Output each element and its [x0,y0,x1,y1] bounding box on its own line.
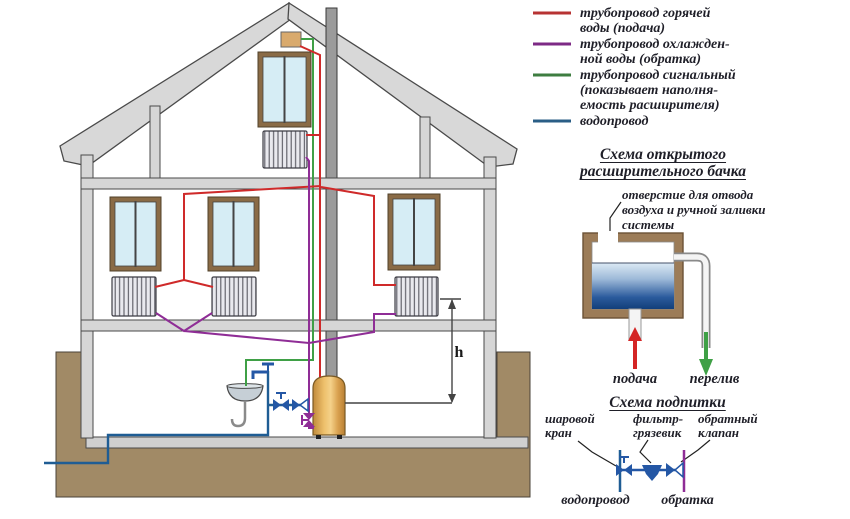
feed-check-valve [666,461,684,479]
height-dimension [345,298,461,404]
window-3 [387,193,441,271]
overflow-pipe [674,252,711,348]
feed-leaders [577,439,711,467]
legend-label: трубопровод охлажден- ной воды (обратка) [580,37,730,67]
radiator-3 [394,276,439,317]
supply-label: подача [612,371,658,387]
legend: трубопровод горячей воды (подача) трубоп… [533,6,833,130]
water-main-label: водопровод [561,493,630,508]
hot-supply-swatch [533,11,571,15]
drain-trap [230,401,247,428]
legend-label: трубопровод горячей воды (подача) [580,6,711,36]
signal-swatch [533,73,571,77]
vent-label: отверстие для отвода воздуха и ручной за… [622,187,766,232]
check-valve [292,397,309,413]
attic-floor [80,177,497,190]
sink [226,383,264,428]
feed-scheme [577,439,711,492]
walls-and-floors [80,105,497,439]
left-wall [80,154,94,439]
legend-label: трубопровод сигнальный (показывает напол… [580,68,736,113]
supply-arrow [628,327,642,369]
radiator-1 [111,276,157,317]
ball-valve [273,392,289,411]
water-main-swatch [533,119,571,123]
window-1 [109,196,162,272]
radiator-2 [211,276,257,317]
expansion-tank-attic [280,31,302,48]
overflow-arrow [699,332,713,376]
windows [109,51,441,272]
legend-item-hot-supply: трубопровод горячей воды (подача) [533,6,833,36]
feed-ball-valve [616,456,632,476]
return-pipes [155,156,396,429]
hot-supply-pipes [154,45,396,377]
tank-water [592,263,674,309]
return-swatch [533,42,571,46]
legend-label: водопровод [580,114,649,129]
basement-floor [85,436,529,449]
right-wall [483,156,497,439]
window-2 [207,196,260,272]
radiators [111,130,439,317]
vent-opening [598,231,618,243]
attic-post-right [419,116,431,179]
signal-pipe [245,38,314,386]
overflow-label: перелив [689,371,740,387]
height-label: h [455,344,464,361]
legend-item-signal: трубопровод сигнальный (показывает напол… [533,68,833,113]
main-floor [80,319,497,332]
roof [59,1,518,168]
feed-filter [642,465,662,481]
filter-label: фильтр- грязевик [633,411,684,440]
attic-radiator [262,130,308,169]
feed-title: Схема подпитки [609,394,726,411]
expansion-tank [582,231,684,319]
return-label: обратка [661,493,714,508]
check-valve-label: обратный клапан [698,411,758,440]
faucet [251,362,274,379]
attic-post-left [149,105,161,179]
legend-item-water-main: водопровод [533,114,833,129]
expansion-tank-scheme [582,201,713,376]
house-diagram: h [44,1,531,498]
attic-window [257,51,312,128]
ground [55,351,531,498]
return-valve [301,413,315,427]
boiler [312,375,346,439]
legend-item-return: трубопровод охлажден- ной воды (обратка) [533,37,833,67]
ball-valve-label: шаровой кран [545,411,595,440]
expansion-tank-title: Схема открытого расширительного бачка [579,146,746,180]
